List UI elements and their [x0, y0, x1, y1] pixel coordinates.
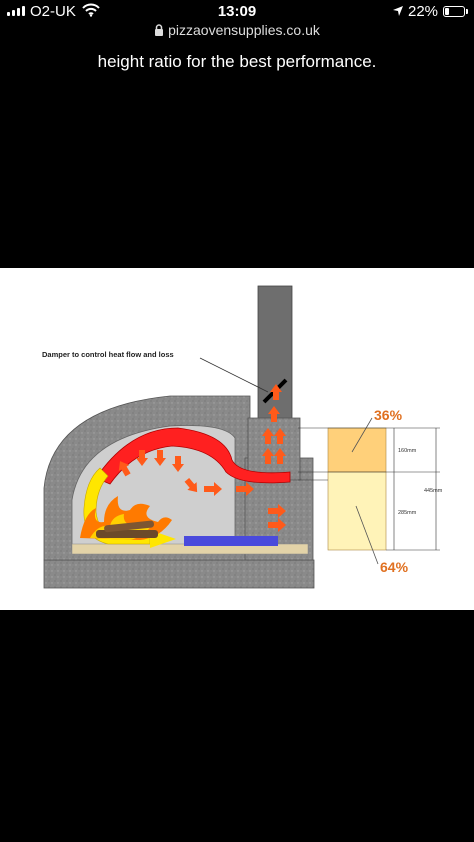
url-bar[interactable]: pizzaovensupplies.co.uk	[0, 22, 474, 42]
heat-flow-path	[95, 427, 291, 485]
arrow-icon	[236, 482, 254, 496]
top-percent-label: 36%	[374, 407, 403, 423]
battery-percent: 22%	[408, 3, 439, 20]
bottom-percent-label: 64%	[380, 559, 409, 575]
wifi-icon	[82, 3, 100, 21]
dim-bottom-label: 285mm	[398, 510, 417, 516]
arrow-icon	[270, 384, 282, 400]
battery-icon	[443, 6, 465, 17]
oven-base	[43, 559, 315, 589]
bottom-leader	[355, 505, 379, 565]
damper-label: Damper to control heat flow and loss	[42, 350, 174, 359]
signal-icon	[7, 6, 25, 16]
arrow-icon	[268, 504, 286, 518]
top-leader	[351, 417, 373, 453]
bottom-ratio-box	[327, 471, 387, 551]
arrow-icon	[262, 448, 274, 464]
arrow-icon	[136, 450, 148, 466]
battery-level-fill	[445, 8, 449, 15]
flue-collar	[247, 417, 301, 481]
lock-icon	[154, 23, 164, 39]
arrow-icon	[118, 461, 131, 477]
arrow-icon	[204, 482, 222, 496]
dim-total-label: 445mm	[424, 488, 443, 494]
arrow-icon	[154, 450, 166, 466]
article-caption: height ratio for the best performance.	[97, 52, 377, 71]
arrow-icon	[268, 518, 286, 532]
arrow-icon	[262, 428, 274, 444]
arrow-icon	[274, 428, 286, 444]
firewood-log	[104, 520, 154, 533]
top-ratio-box	[327, 427, 387, 473]
arrow-icon	[268, 406, 280, 422]
dim-top-label: 160mm	[398, 448, 417, 454]
firewood-log	[96, 530, 158, 538]
clock: 13:09	[217, 3, 257, 20]
carrier-name: O2-UK	[30, 3, 76, 20]
arrow-icon	[172, 456, 184, 472]
battery-nub	[466, 9, 468, 14]
cool-air-bar	[184, 536, 278, 546]
heat-arrows	[118, 384, 286, 532]
arrow-icon	[184, 477, 198, 493]
arrow-icon	[274, 448, 286, 464]
damper-leader	[199, 357, 269, 393]
location-arrow-icon	[392, 4, 404, 21]
status-bar: O2-UK 13:09 22%	[0, 0, 474, 24]
url-text[interactable]: pizzaovensupplies.co.uk	[168, 22, 320, 38]
pizza-oven-diagram[interactable]: Damper to control heat flow and loss 36%…	[0, 268, 474, 610]
